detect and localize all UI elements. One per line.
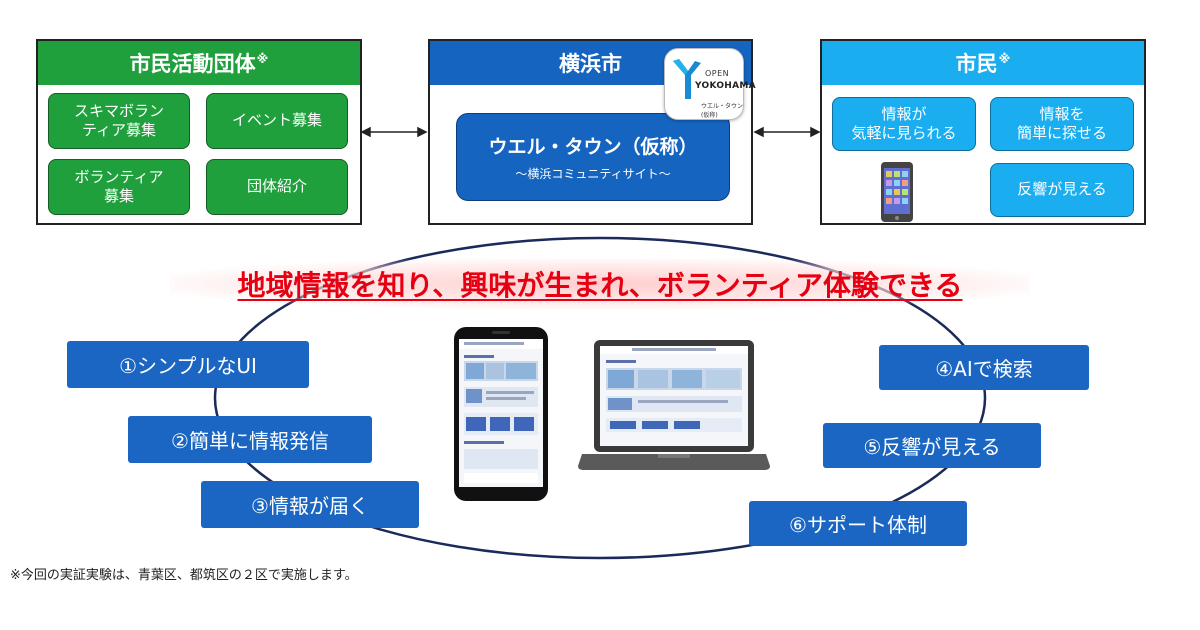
logo-open-text: OPEN [705, 69, 730, 78]
group-intro-box: 団体紹介 [206, 159, 348, 215]
open-yokohama-logo: OPEN YOKOHAMA ウエル・タウン(仮称) [664, 48, 756, 120]
well-town-box: ウエル・タウン（仮称） ～横浜コミュニティサイト～ [456, 113, 730, 201]
left-center-arrow [360, 126, 428, 138]
feature-simple-ui: ①シンプルなUI [67, 341, 309, 388]
citizen-header: 市民※ [822, 41, 1144, 85]
skima-volunteer-box: スキマボラン ティア募集 [48, 93, 190, 149]
event-recruit-box: イベント募集 [206, 93, 348, 149]
logo-town-text: ウエル・タウン(仮称) [701, 103, 744, 119]
smartphone-icon [881, 162, 913, 222]
center-right-arrow [753, 126, 821, 138]
logo-yokohama-text: YOKOHAMA [695, 81, 756, 91]
yokohama-city-title: 横浜市 [559, 52, 622, 76]
feature-easy-post: ②簡単に情報発信 [128, 416, 372, 463]
phone-mockup-icon [454, 327, 548, 501]
easy-view-box: 情報が 気軽に見られる [832, 97, 976, 151]
yokohama-y-mark-icon [673, 59, 701, 99]
feature-support: ⑥サポート体制 [749, 501, 967, 546]
citizen-mark: ※ [998, 52, 1011, 66]
laptop-mockup-icon [578, 340, 770, 470]
citizen-panel: 市民※ 情報が 気軽に見られる 情報を 簡単に探せる 反響が見える [820, 39, 1146, 225]
citizen-group-header: 市民活動団体※ [38, 41, 360, 85]
response-visible-box: 反響が見える [990, 163, 1134, 217]
citizen-group-panel: 市民活動団体※ スキマボラン ティア募集 イベント募集 ボランティア 募集 団体… [36, 39, 362, 225]
headline-text: 地域情報を知り、興味が生まれ、ボランティア体験できる [237, 269, 963, 302]
citizen-title: 市民 [955, 52, 998, 76]
citizen-group-mark: ※ [256, 52, 269, 66]
citizen-group-title: 市民活動団体 [129, 52, 256, 76]
well-town-title: ウエル・タウン（仮称） [488, 136, 698, 158]
feature-response: ⑤反響が見える [823, 423, 1041, 468]
easy-search-box: 情報を 簡単に探せる [990, 97, 1134, 151]
volunteer-recruit-box: ボランティア 募集 [48, 159, 190, 215]
feature-info-delivery: ③情報が届く [201, 481, 419, 528]
feature-ai-search: ④AIで検索 [879, 345, 1089, 390]
headline: 地域情報を知り、興味が生まれ、ボランティア体験できる [170, 259, 1030, 309]
footnote: ※今回の実証実験は、青葉区、都筑区の２区で実施します。 [10, 568, 358, 583]
well-town-subtitle: ～横浜コミュニティサイト～ [515, 167, 671, 181]
